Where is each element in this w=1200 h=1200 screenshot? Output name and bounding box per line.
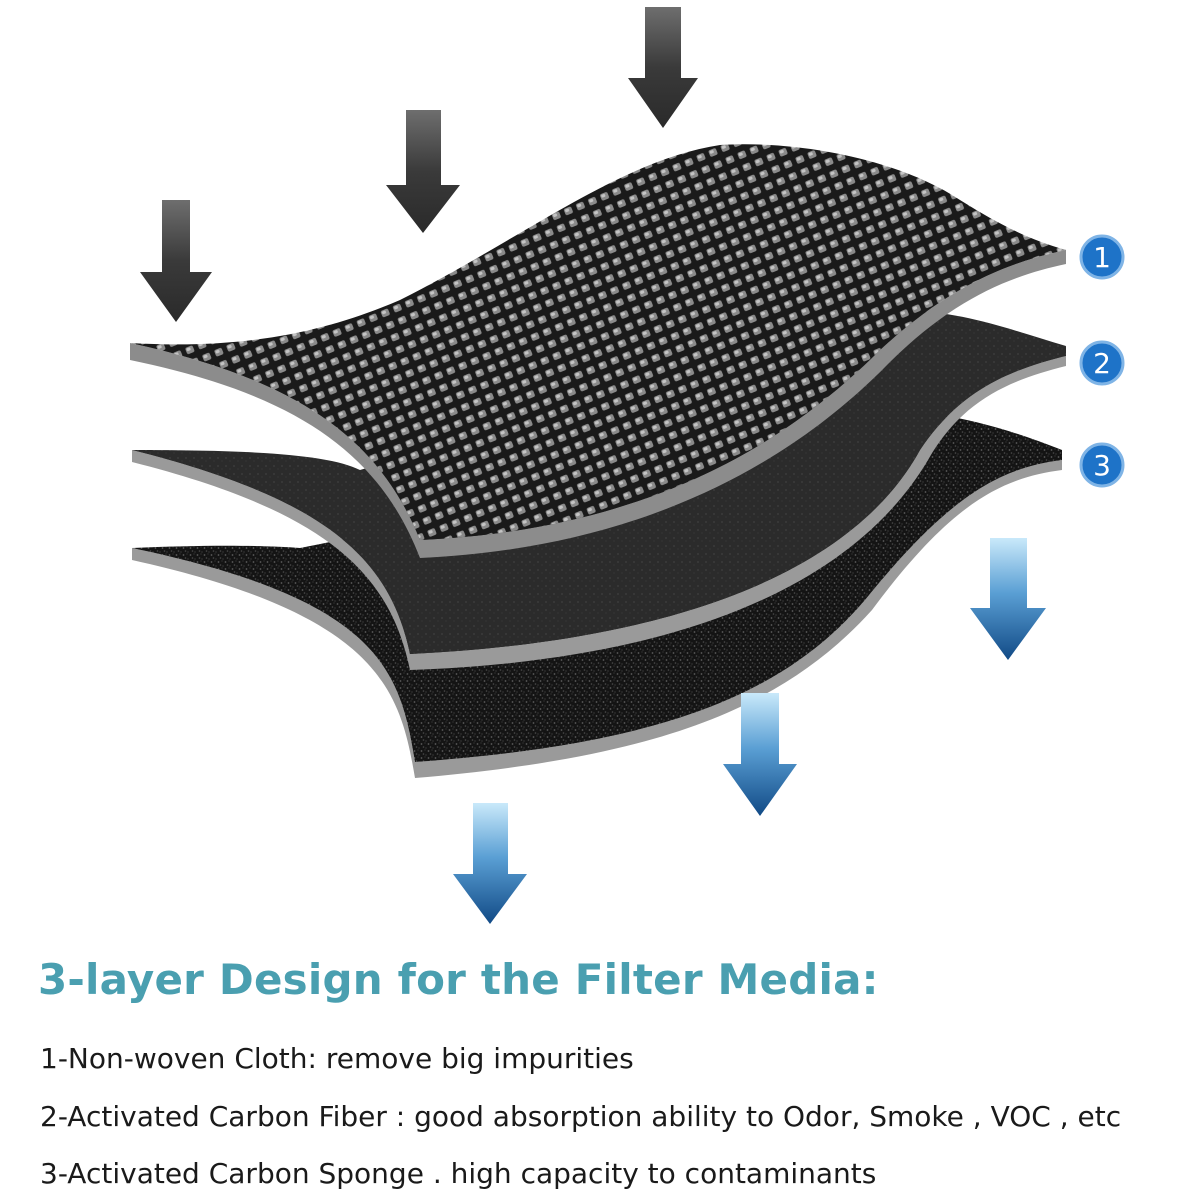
- outgoing-arrow-2: [723, 693, 797, 816]
- section-title: 3-layer Design for the Filter Media:: [38, 955, 879, 1004]
- layer-3-edge: [132, 460, 1062, 778]
- badge-3-label: 3: [1093, 449, 1111, 482]
- incoming-arrows: [140, 7, 698, 322]
- layer-2-description: 2-Activated Carbon Fiber : good absorpti…: [40, 1100, 1122, 1133]
- incoming-arrow-2: [386, 110, 460, 233]
- badge-2-label: 2: [1093, 347, 1111, 380]
- badge-1: 1: [1079, 234, 1125, 280]
- filter-layers-diagram: 1 2 3: [130, 7, 1125, 924]
- badge-3: 3: [1079, 442, 1125, 488]
- layer-1-surface: [130, 144, 1066, 540]
- layer-1-description: 1-Non-woven Cloth: remove big impurities: [40, 1042, 634, 1075]
- layer-1-non-woven-cloth: [130, 144, 1066, 558]
- layer-badges: 1 2 3: [1079, 234, 1125, 488]
- outgoing-arrow-1: [970, 538, 1046, 660]
- badge-2: 2: [1079, 340, 1125, 386]
- outgoing-arrow-3: [453, 803, 527, 924]
- layer-3-description: 3-Activated Carbon Sponge . high capacit…: [40, 1157, 877, 1190]
- outgoing-arrows: [453, 538, 1046, 924]
- layer-2-edge: [132, 356, 1066, 670]
- incoming-arrow-3: [628, 7, 698, 128]
- incoming-arrow-1: [140, 200, 212, 322]
- badge-1-label: 1: [1093, 241, 1111, 274]
